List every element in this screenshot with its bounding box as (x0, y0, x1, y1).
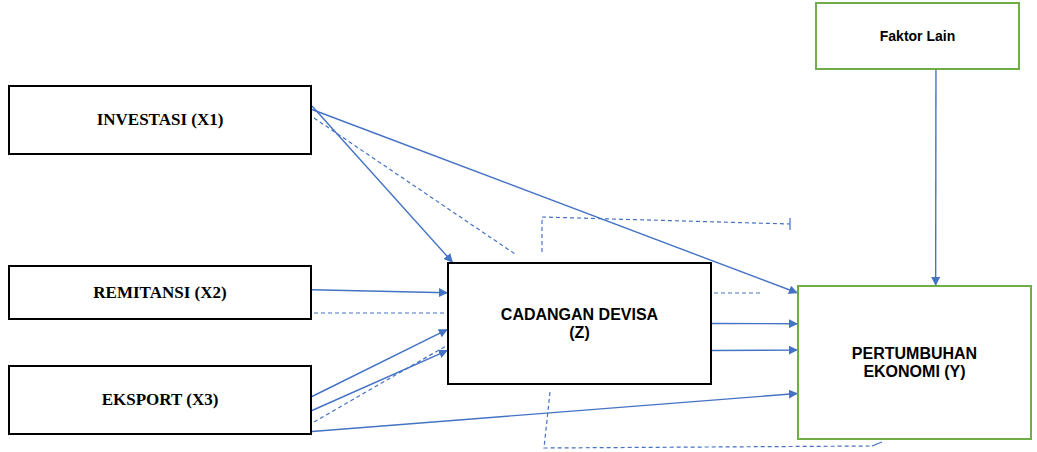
effect-arrow (312, 351, 447, 411)
variable-box: INVESTASI (X1) (8, 85, 312, 155)
box-label: EKSPORT (X3) (102, 390, 219, 410)
box-label: REMITANSI (X2) (93, 283, 226, 303)
variable-box: CADANGAN DEVISA (Z) (447, 262, 712, 385)
box-label: Faktor Lain (880, 28, 955, 44)
effect-arrow (312, 290, 447, 293)
variable-box: Faktor Lain (815, 2, 1020, 70)
box-label: CADANGAN DEVISA (Z) (500, 306, 660, 342)
dashed-path (314, 312, 446, 313)
effect-arrow (312, 394, 797, 432)
box-label: INVESTASI (X1) (97, 110, 224, 130)
effect-arrow (935, 70, 937, 285)
path-tail (872, 442, 882, 446)
variable-box: PERTUMBUHAN EKONOMI (Y) (797, 285, 1032, 440)
dashed-path (314, 118, 515, 254)
variable-box: EKSPORT (X3) (8, 365, 312, 435)
box-label: PERTUMBUHAN EKONOMI (Y) (830, 345, 1000, 381)
effect-arrow (312, 330, 447, 397)
variable-box: REMITANSI (X2) (8, 265, 312, 320)
effect-arrow (712, 349, 797, 351)
dashed-path (542, 217, 790, 252)
path-tick (789, 218, 790, 230)
effect-arrow (712, 323, 797, 325)
effect-arrow (312, 106, 452, 262)
dashed-path (714, 292, 762, 293)
dashed-path (314, 346, 446, 422)
